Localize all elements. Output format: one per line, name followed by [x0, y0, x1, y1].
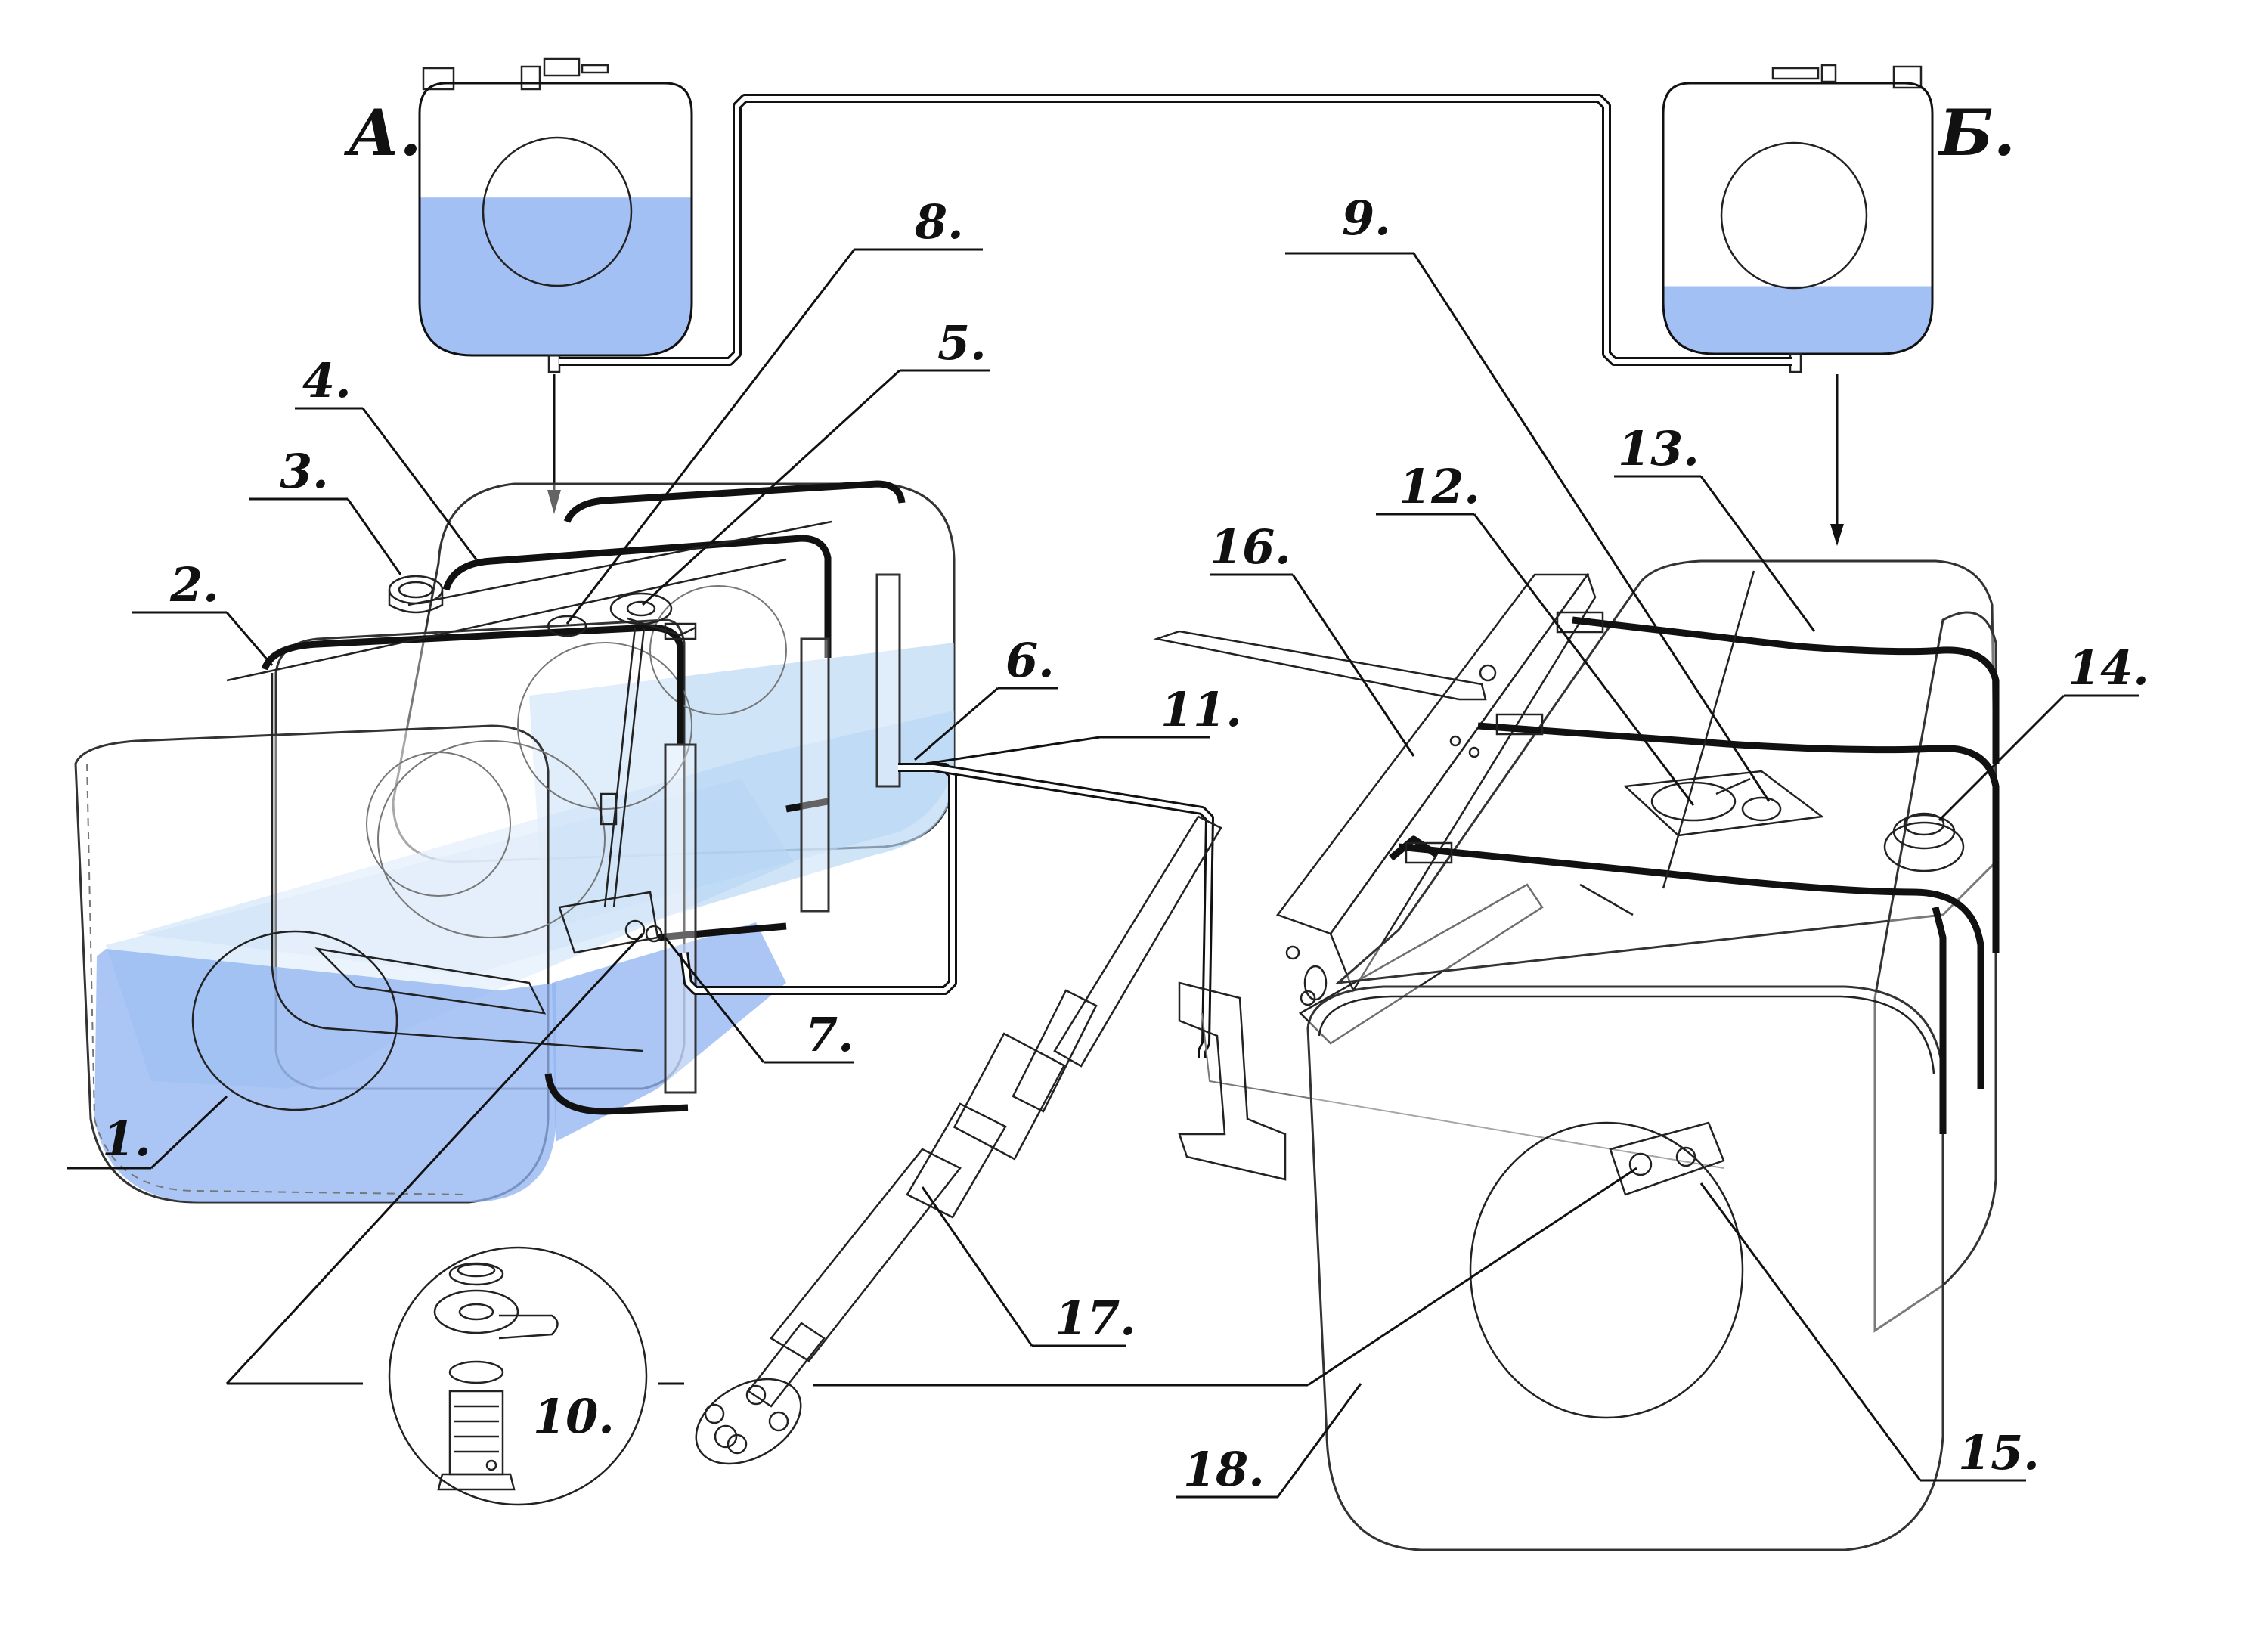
connecting-pipe	[559, 94, 1792, 366]
label-3: 3.	[280, 444, 329, 499]
label-18: 18.	[1183, 1442, 1265, 1497]
detail-fitting	[388, 1246, 648, 1506]
label-16: 16.	[1210, 519, 1291, 575]
label-12: 12.	[1399, 459, 1480, 514]
label-4: 4.	[302, 353, 352, 408]
reservoir-a-label: А.	[343, 95, 422, 170]
label-7: 7.	[805, 1007, 854, 1062]
fuel-line	[680, 763, 1724, 1169]
label-14: 14.	[2068, 640, 2149, 696]
arrow-a	[547, 374, 561, 514]
arrow-b	[1830, 374, 1844, 546]
label-1: 1.	[102, 1111, 151, 1167]
reservoir-a-liquid	[420, 197, 692, 355]
label-5: 5.	[937, 315, 987, 370]
reservoir-b: Б.	[1662, 64, 2015, 373]
right-tank	[1306, 559, 2000, 1551]
callout-labels: 1. 2. 3. 4. 5. 6. 7. 8. 9. 10. 11. 12. 1…	[102, 191, 2149, 1497]
label-13: 13.	[1618, 421, 1699, 476]
label-2: 2.	[169, 557, 219, 612]
label-11: 11.	[1160, 682, 1242, 737]
leader-lines	[67, 248, 2139, 1499]
reservoir-a: А.	[343, 57, 693, 373]
label-9: 9.	[1342, 191, 1391, 246]
label-8: 8.	[914, 194, 964, 250]
left-tank-assembly	[74, 480, 956, 1204]
label-10: 10.	[533, 1389, 615, 1444]
reservoir-b-liquid	[1663, 286, 1932, 354]
reservoir-b-label: Б.	[1937, 95, 2015, 170]
label-17: 17.	[1055, 1291, 1136, 1346]
label-15: 15.	[1958, 1425, 2040, 1480]
drive-shaft	[695, 815, 1222, 1465]
label-6: 6.	[1005, 633, 1055, 688]
